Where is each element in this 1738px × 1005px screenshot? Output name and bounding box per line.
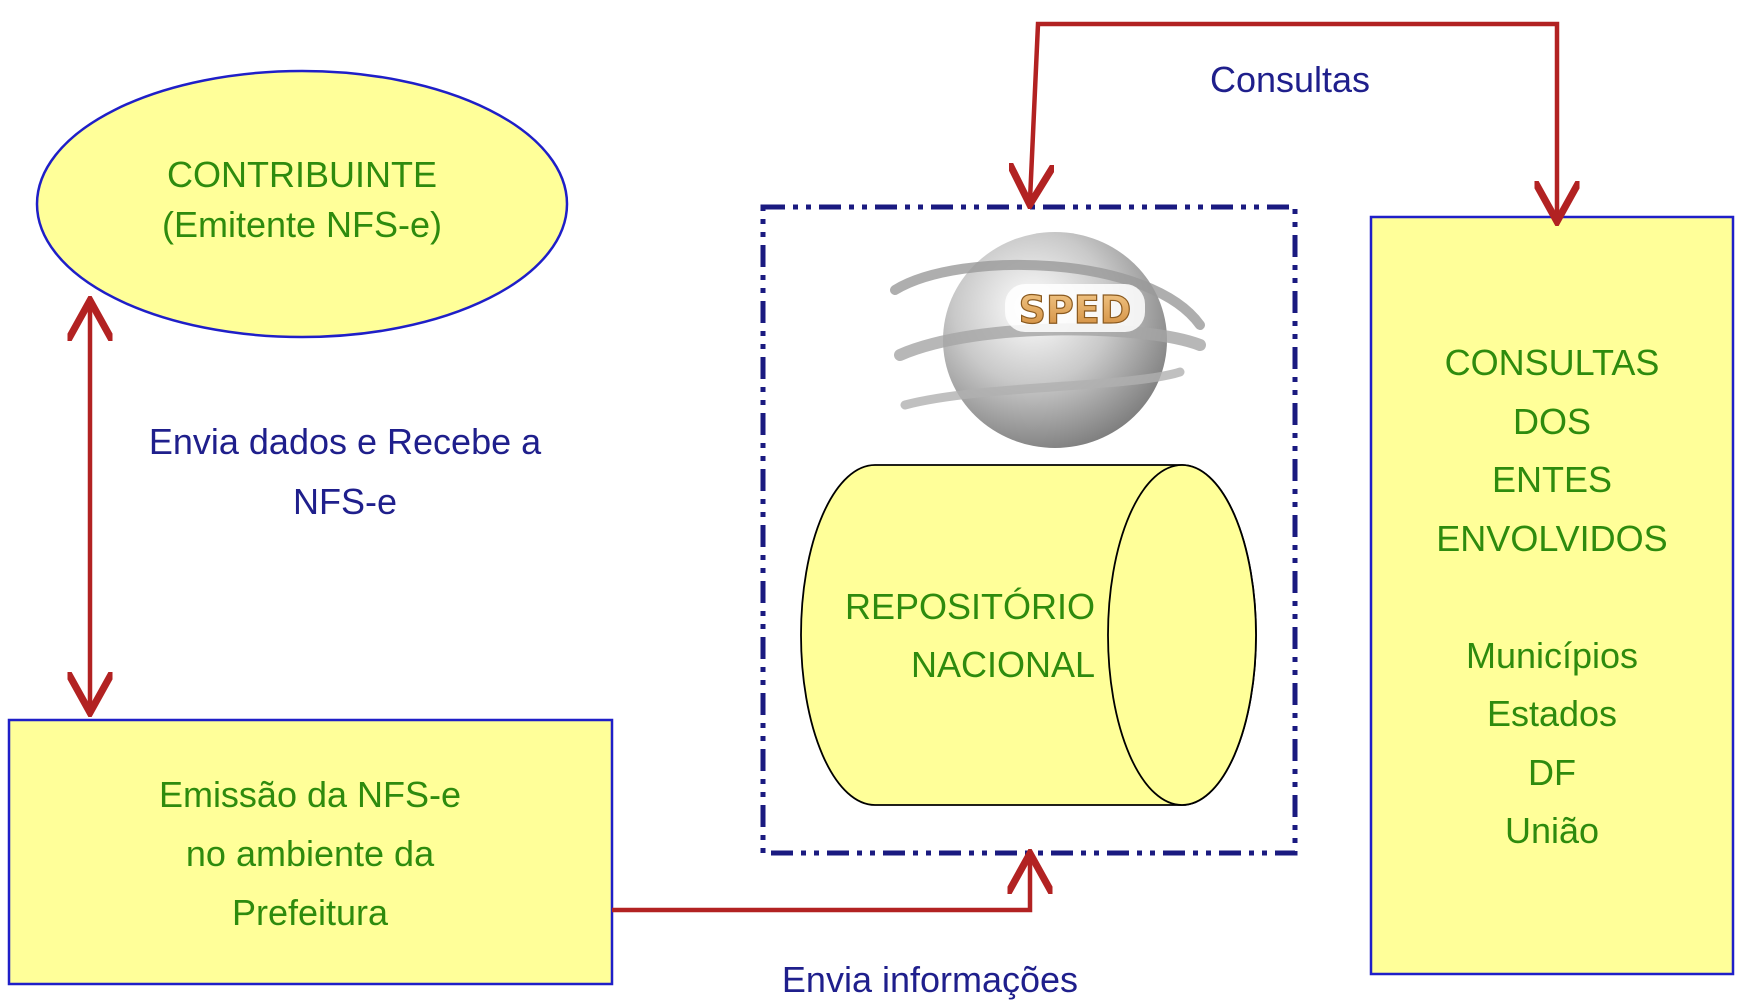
envia-recebe-line2: NFS-e (292, 481, 397, 522)
consultas-label: Consultas (1150, 55, 1430, 105)
envia-informacoes-label: Envia informações (700, 955, 1160, 1005)
consultas-entes-label: CONSULTAS DOS ENTES ENVOLVIDOS Município… (1380, 334, 1724, 861)
envia-recebe-label: Envia dados e Recebe a NFS-e (100, 412, 590, 532)
consultas-entes-line3: ENTES (1491, 459, 1613, 500)
contribuinte-label: CONTRIBUINTE (Emitente NFS-e) (102, 150, 502, 250)
emissao-line2: no ambiente da (185, 833, 435, 874)
emissao-line1: Emissão da NFS-e (158, 774, 462, 815)
consultas-entes-line6: Estados (1486, 693, 1618, 734)
consultas-entes-line7: DF (1528, 751, 1576, 793)
contribuinte-line1: CONTRIBUINTE (167, 154, 437, 195)
repositorio-line1: REPOSITÓRIO (844, 586, 1095, 627)
repositorio-node (800, 464, 1257, 806)
arrow-consultas (1030, 21, 1557, 217)
repositorio-label: REPOSITÓRIO NACIONAL (805, 578, 1095, 694)
consultas-text: Consultas (1209, 59, 1371, 100)
consultas-entes-spacer (1380, 568, 1724, 627)
contribuinte-line2: (Emitente NFS-e) (161, 204, 443, 245)
consultas-entes-line8: União (1504, 810, 1600, 851)
emissao-line3: Prefeitura (231, 892, 389, 933)
sped-logo: SPED (890, 232, 1206, 448)
arrow-envia-informacoes (612, 858, 1030, 913)
consultas-entes-line4: ENVOLVIDOS (1436, 517, 1668, 559)
consultas-entes-line1: CONSULTAS (1444, 342, 1660, 383)
repositorio-line2: NACIONAL (910, 644, 1095, 685)
consultas-entes-line2: DOS (1512, 400, 1591, 442)
emissao-label: Emissão da NFS-e no ambiente da Prefeitu… (50, 765, 570, 942)
emissao-node (7, 718, 614, 986)
envia-informacoes-text: Envia informações (781, 959, 1079, 1000)
sped-logo-text: SPED (1019, 288, 1132, 332)
contribuinte-node (35, 69, 569, 339)
envia-recebe-line1: Envia dados e Recebe a (148, 421, 542, 462)
consultas-entes-line5: Municípios (1465, 634, 1639, 676)
